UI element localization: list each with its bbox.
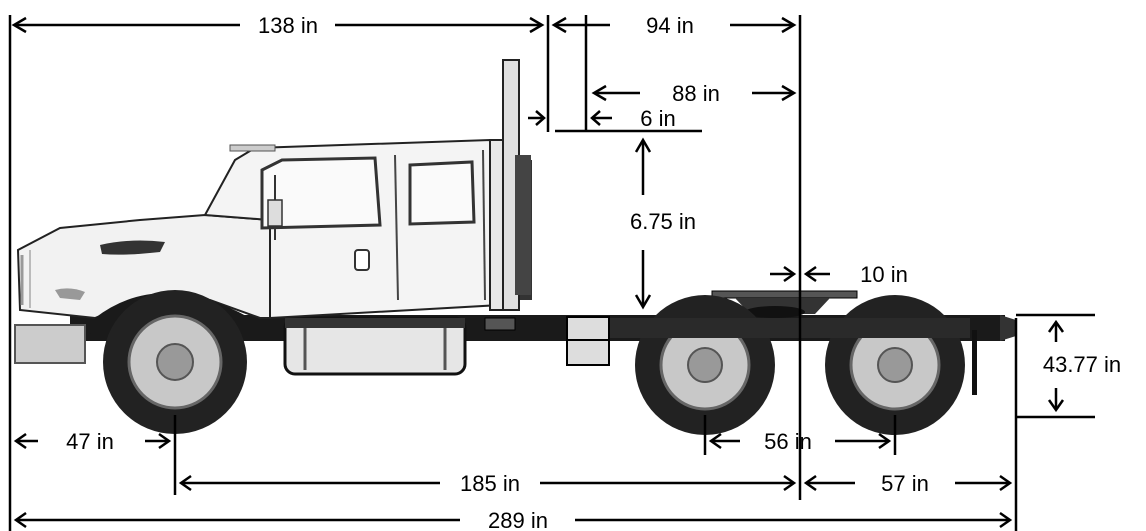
label-47: 47 in xyxy=(66,429,114,454)
label-6: 6 in xyxy=(640,106,675,131)
label-57: 57 in xyxy=(881,471,929,496)
fuel-tank xyxy=(283,316,467,376)
label-56: 56 in xyxy=(764,429,812,454)
label-6-75: 6.75 in xyxy=(630,209,696,234)
fifth-wheel xyxy=(711,290,858,318)
label-88: 88 in xyxy=(672,81,720,106)
label-138: 138 in xyxy=(258,13,318,38)
label-289: 289 in xyxy=(488,508,548,531)
label-185: 185 in xyxy=(460,471,520,496)
label-10: 10 in xyxy=(860,262,908,287)
label-43-77: 43.77 in xyxy=(1043,352,1121,377)
mudflap xyxy=(972,330,977,395)
drive-wheel-1 xyxy=(635,295,775,435)
drive-wheel-2 xyxy=(825,295,965,435)
dimension-labels: 138 in 94 in 88 in 6 in 6.75 in 10 in 43… xyxy=(66,13,1121,531)
dimension-lines xyxy=(8,15,1095,531)
front-wheel xyxy=(103,290,247,434)
exhaust-stack xyxy=(502,59,531,311)
label-94: 94 in xyxy=(646,13,694,38)
truck-illustration xyxy=(14,59,1016,435)
